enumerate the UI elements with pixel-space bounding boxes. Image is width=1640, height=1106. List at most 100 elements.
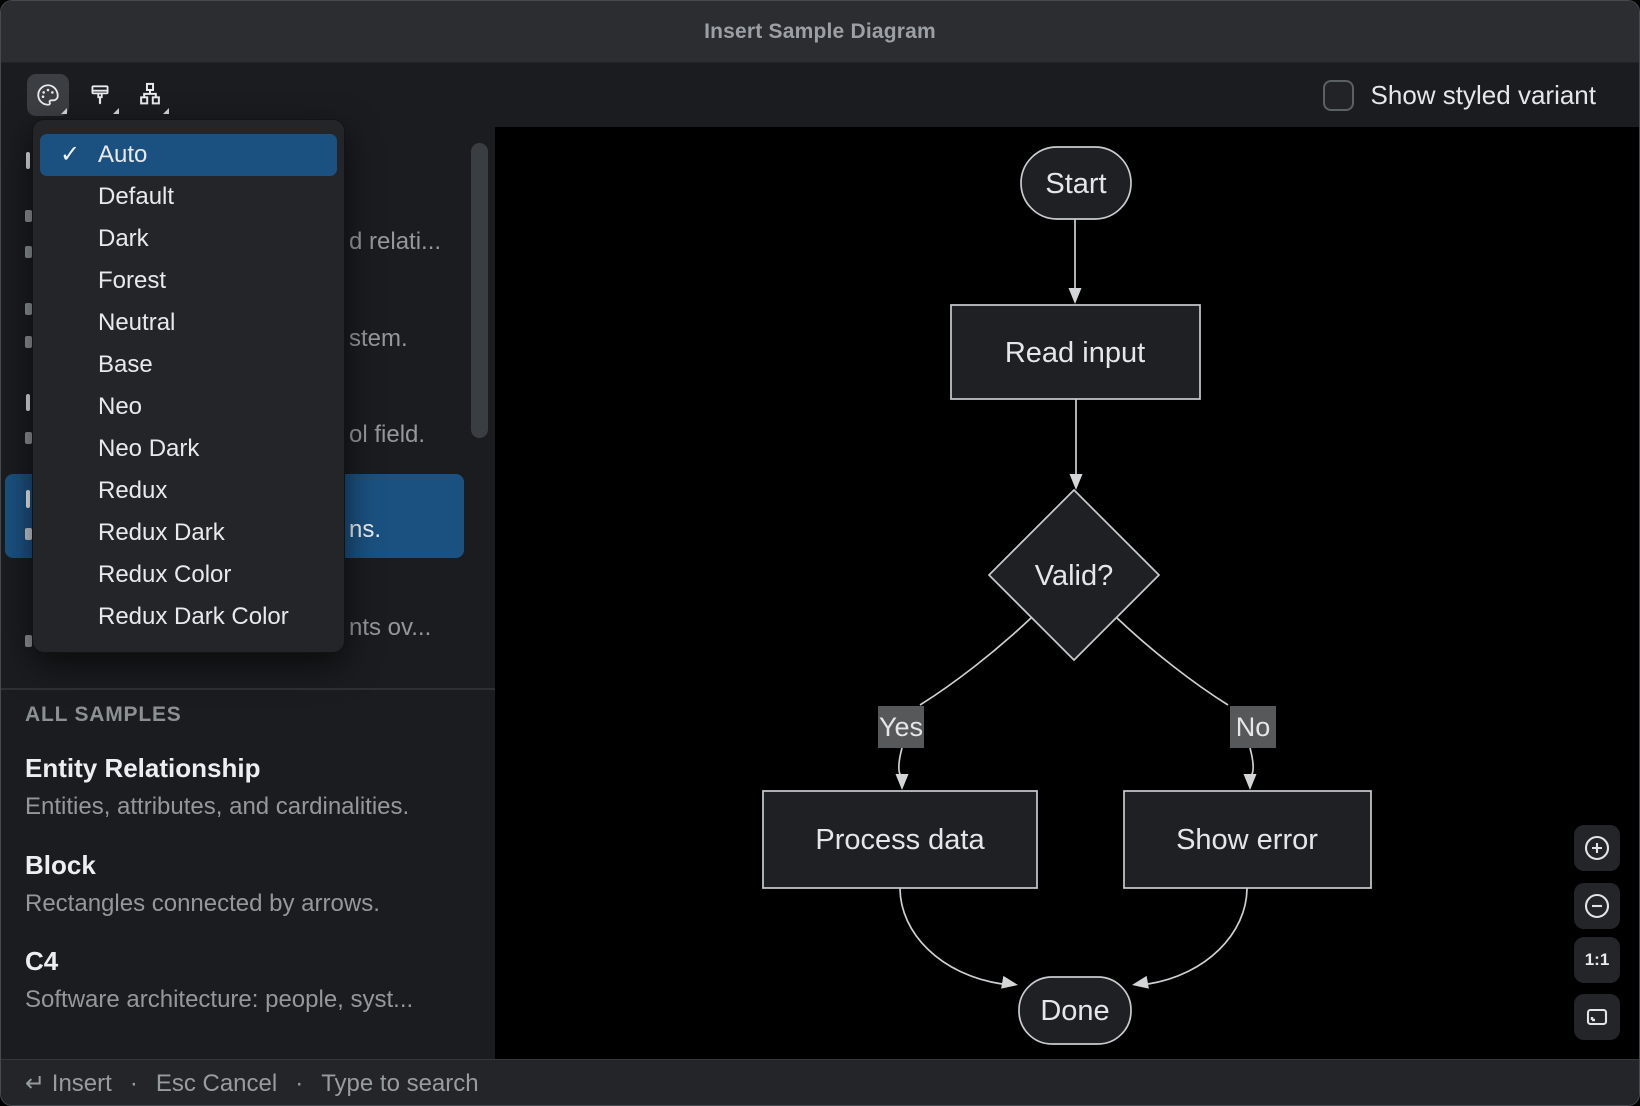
occluded-text-fragment: stem.	[349, 325, 408, 352]
menu-item-neo-dark[interactable]: Neo Dark	[40, 428, 337, 470]
sample-c4[interactable]: C4 Software architecture: people, syst..…	[25, 946, 485, 1014]
layout-tree-button[interactable]	[129, 74, 171, 116]
occluded-letter-sliver	[25, 303, 32, 315]
dialog-title: Insert Sample Diagram	[704, 19, 936, 43]
menu-item-label: Auto	[98, 141, 148, 168]
menu-item-auto[interactable]: ✓ Auto	[40, 134, 337, 176]
insert-hint: ↵ Insert	[25, 1070, 112, 1097]
zoom-in-button[interactable]	[1574, 825, 1620, 871]
menu-item-label: Redux	[98, 477, 168, 504]
menu-item-neo[interactable]: Neo	[40, 386, 337, 428]
edge-label-no: No	[1236, 712, 1271, 742]
sample-block[interactable]: Block Rectangles connected by arrows.	[25, 850, 485, 918]
theme-palette-button[interactable]	[27, 74, 69, 116]
menu-item-redux-dark-color[interactable]: Redux Dark Color	[40, 596, 337, 638]
show-styled-variant-label: Show styled variant	[1370, 79, 1596, 110]
zoom-out-icon	[1584, 893, 1610, 919]
palette-icon	[37, 84, 59, 106]
zoom-reset-button[interactable]: 1:1	[1574, 937, 1620, 983]
all-samples-header: ALL SAMPLES	[25, 703, 182, 726]
dialog-toolbar: Show styled variant	[1, 63, 1639, 127]
arrowhead	[895, 774, 909, 790]
menu-item-neutral[interactable]: Neutral	[40, 302, 337, 344]
dropdown-corner-triangle	[113, 108, 119, 114]
menu-item-label: Redux Color	[98, 561, 232, 588]
dialog-titlebar: Insert Sample Diagram	[1, 1, 1639, 63]
sidebar-section-divider	[1, 688, 495, 690]
separator-dot: ·	[129, 1069, 138, 1097]
menu-item-label: Forest	[98, 267, 167, 294]
node-start[interactable]	[1020, 146, 1132, 220]
node-valid-label: Valid?	[1035, 560, 1113, 592]
search-hint: Type to search	[321, 1069, 479, 1097]
node-done[interactable]	[1018, 976, 1132, 1045]
arrowhead	[1243, 774, 1257, 790]
sample-title: C4	[25, 946, 59, 976]
menu-item-label: Redux Dark	[98, 519, 225, 546]
dropdown-corner-triangle	[163, 108, 169, 114]
occluded-letter-sliver	[25, 635, 32, 647]
arrowhead	[1069, 474, 1083, 490]
menu-item-label: Default	[98, 183, 175, 210]
menu-item-redux-dark[interactable]: Redux Dark	[40, 512, 337, 554]
sample-desc: Software architecture: people, syst...	[25, 986, 414, 1013]
menu-item-default[interactable]: Default	[40, 176, 337, 218]
menu-item-dark[interactable]: Dark	[40, 218, 337, 260]
occluded-text-fragment: d relati...	[349, 228, 442, 255]
node-done-label: Done	[1040, 995, 1109, 1027]
org-chart-icon	[140, 82, 160, 105]
node-read-input[interactable]	[950, 304, 1201, 400]
menu-item-label: Neo	[98, 393, 143, 420]
show-styled-variant-checkbox[interactable]	[1322, 79, 1354, 111]
edge-label-yes-bg	[878, 706, 924, 748]
node-process-data[interactable]	[762, 790, 1038, 889]
node-start-label: Start	[1045, 168, 1106, 200]
sample-entity-relationship[interactable]: Entity Relationship Entities, attributes…	[25, 753, 485, 821]
sample-desc: Rectangles connected by arrows.	[25, 890, 380, 917]
menu-item-forest[interactable]: Forest	[40, 260, 337, 302]
node-read-label: Read input	[1005, 337, 1145, 369]
zoom-out-button[interactable]	[1574, 883, 1620, 929]
node-error-label: Show error	[1176, 824, 1318, 856]
menu-item-redux-color[interactable]: Redux Color	[40, 554, 337, 596]
menu-item-redux[interactable]: Redux	[40, 470, 337, 512]
edge-label-yes: Yes	[879, 712, 923, 742]
occluded-letter-sliver	[25, 246, 32, 258]
status-bar: ↵ Insert · Esc Cancel · Type to search	[1, 1059, 1639, 1105]
occluded-letter-sliver	[26, 152, 30, 169]
menu-item-label: Neo Dark	[98, 435, 200, 462]
arrowhead	[1001, 975, 1018, 989]
occluded-letter-sliver	[25, 336, 32, 348]
node-valid-decision[interactable]	[987, 488, 1161, 662]
sample-title: Block	[25, 850, 96, 880]
style-brush-button[interactable]	[79, 74, 121, 116]
sample-desc: Entities, attributes, and cardinalities.	[25, 793, 410, 820]
occluded-text-fragment: ns.	[349, 516, 382, 543]
edge-label-no-bg	[1230, 706, 1276, 748]
diagram-preview-canvas: Start Read input Valid? Process data Sho…	[495, 127, 1639, 1059]
separator-dot: ·	[295, 1069, 304, 1097]
occluded-letter-sliver	[25, 528, 32, 540]
sidebar-scrollbar-thumb[interactable]	[471, 143, 488, 438]
menu-item-label: Neutral	[98, 309, 176, 336]
sample-title: Entity Relationship	[25, 753, 261, 783]
flowchart-preview: Start Read input Valid? Process data Sho…	[762, 146, 1372, 1045]
fit-to-screen-icon	[1586, 1008, 1608, 1026]
paint-brush-icon	[91, 85, 109, 105]
arrowhead	[1132, 975, 1149, 989]
menu-item-label: Dark	[98, 225, 149, 252]
fit-to-screen-button[interactable]	[1574, 994, 1620, 1040]
theme-dropdown-menu: ✓ Auto Default Dark Forest Neutral Base …	[32, 119, 345, 653]
occluded-letter-sliver	[26, 490, 30, 508]
arrowhead	[1068, 288, 1082, 304]
node-show-error[interactable]	[1123, 790, 1372, 889]
occluded-letter-sliver	[26, 394, 30, 411]
cancel-hint: Esc Cancel	[155, 1069, 278, 1097]
occluded-letter-sliver	[25, 432, 32, 444]
dropdown-corner-triangle	[61, 108, 67, 114]
zoom-in-icon	[1584, 835, 1610, 861]
menu-item-base[interactable]: Base	[40, 344, 337, 386]
node-process-label: Process data	[815, 824, 985, 856]
checkmark-icon: ✓	[60, 141, 81, 168]
